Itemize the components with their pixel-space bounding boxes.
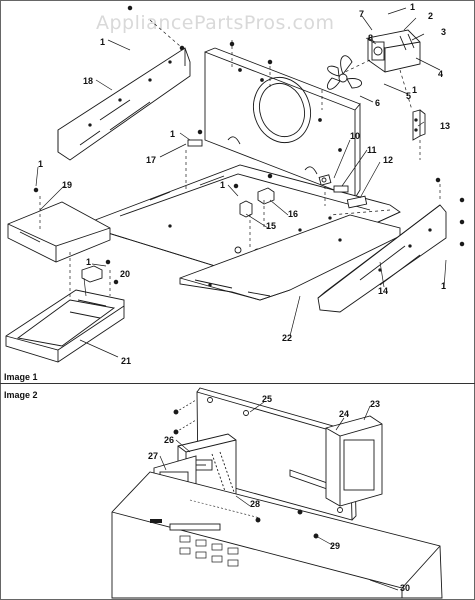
callout-22: 22 <box>282 333 293 343</box>
callout-1: 1 <box>38 159 44 169</box>
callout-1: 1 <box>412 85 418 95</box>
callout-1: 1 <box>100 37 106 47</box>
callout-7: 7 <box>359 9 365 19</box>
callout-24: 24 <box>339 409 350 419</box>
callout-15: 15 <box>266 221 277 231</box>
brackets-small <box>81 139 275 283</box>
callout-1: 1 <box>170 129 176 139</box>
lower-frame <box>179 214 401 301</box>
image-2-caption: Image 2 <box>4 390 38 400</box>
callout-19: 19 <box>62 180 73 190</box>
right-side-bracket <box>317 204 447 313</box>
small-bracket-13 <box>412 109 426 141</box>
alignment-lines <box>39 19 441 300</box>
callout-27: 27 <box>148 451 159 461</box>
leader-lines-image2 <box>159 399 399 591</box>
image-divider <box>0 383 475 384</box>
channel-bracket <box>325 415 383 507</box>
callout-14: 14 <box>378 286 389 296</box>
callout-16: 16 <box>288 209 299 219</box>
image-1-caption: Image 1 <box>4 372 38 382</box>
left-side-bracket <box>57 47 191 161</box>
leader-lines-image1 <box>35 7 447 358</box>
callout-1: 1 <box>220 180 226 190</box>
callout-13: 13 <box>440 121 451 131</box>
lower-tray <box>5 289 125 363</box>
callout-28: 28 <box>250 499 261 509</box>
callout-23: 23 <box>370 399 381 409</box>
relay-parts <box>318 174 368 209</box>
callout-1: 1 <box>86 257 92 267</box>
callout-4: 4 <box>438 69 444 79</box>
callout-8: 8 <box>368 33 374 43</box>
callout-20: 20 <box>120 269 131 279</box>
callout-26: 26 <box>164 435 175 445</box>
callout-25: 25 <box>262 394 273 404</box>
callout-12: 12 <box>383 155 394 165</box>
watermark: AppliancePartsPros.com <box>96 12 335 34</box>
callout-29: 29 <box>330 541 341 551</box>
fan-motor-assembly <box>367 29 421 73</box>
callout-30: 30 <box>400 583 411 593</box>
callout-6: 6 <box>375 98 381 108</box>
callout-10: 10 <box>350 131 361 141</box>
callout-5: 5 <box>406 91 412 101</box>
control-panel-bezel <box>111 471 443 599</box>
callout-3: 3 <box>441 27 447 37</box>
cover-plate <box>7 201 111 263</box>
fan-blade <box>327 55 362 90</box>
callout-11: 11 <box>367 145 377 155</box>
callout-21: 21 <box>121 356 132 366</box>
callout-2: 2 <box>428 11 434 21</box>
callout-1: 1 <box>410 2 416 12</box>
callout-17: 17 <box>146 155 157 165</box>
callout-1: 1 <box>441 281 447 291</box>
callout-18: 18 <box>83 76 94 86</box>
screws <box>33 5 465 285</box>
